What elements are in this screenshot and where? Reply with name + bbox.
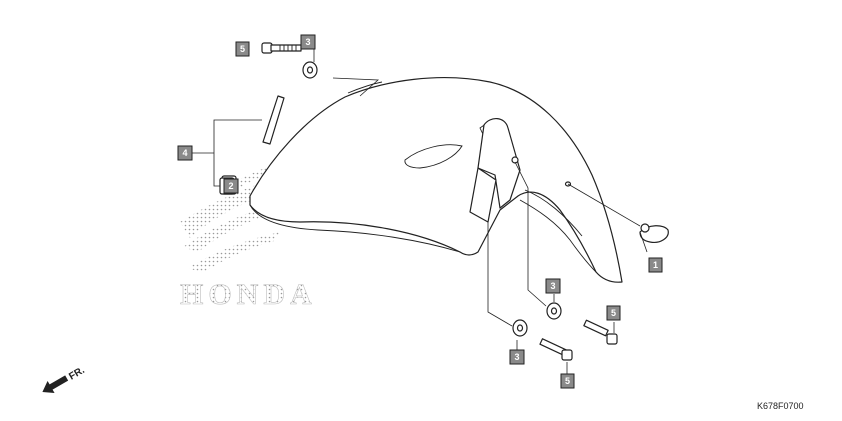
upper-bolt xyxy=(261,42,302,54)
callout-2: 2 xyxy=(223,178,239,194)
callout-3-middle: 3 xyxy=(545,278,561,294)
callout-4: 4 xyxy=(177,145,193,161)
callout-5-upper: 5 xyxy=(235,41,250,57)
leader-lines xyxy=(192,47,648,374)
front-fender xyxy=(249,77,623,283)
callout-5-lower: 5 xyxy=(560,373,575,389)
callout-1: 1 xyxy=(648,257,663,273)
front-direction-indicator: FR. xyxy=(42,365,87,394)
callout-5-middle: 5 xyxy=(606,305,621,321)
diagram-code: K678F0700 xyxy=(757,401,804,411)
svg-text:3: 3 xyxy=(514,352,519,362)
upper-washer xyxy=(302,61,318,79)
callout-3-lower: 3 xyxy=(509,349,525,365)
bolt-middle xyxy=(583,319,618,345)
honda-watermark: HONDA xyxy=(180,278,317,311)
washer-middle xyxy=(546,302,562,320)
svg-text:3: 3 xyxy=(305,37,310,47)
callout-3-upper: 3 xyxy=(300,34,316,50)
washer-lower xyxy=(512,319,528,337)
svg-text:FR.: FR. xyxy=(67,365,87,383)
bolt-lower xyxy=(539,338,573,361)
svg-text:3: 3 xyxy=(550,281,555,291)
front-arrow-icon xyxy=(42,375,69,394)
svg-text:5: 5 xyxy=(240,44,245,54)
svg-text:1: 1 xyxy=(653,260,658,270)
svg-text:2: 2 xyxy=(228,181,233,191)
svg-text:4: 4 xyxy=(182,148,187,158)
svg-text:5: 5 xyxy=(565,376,570,386)
svg-text:5: 5 xyxy=(611,308,616,318)
fender-decal xyxy=(262,95,285,145)
hose-clamp xyxy=(639,223,669,243)
